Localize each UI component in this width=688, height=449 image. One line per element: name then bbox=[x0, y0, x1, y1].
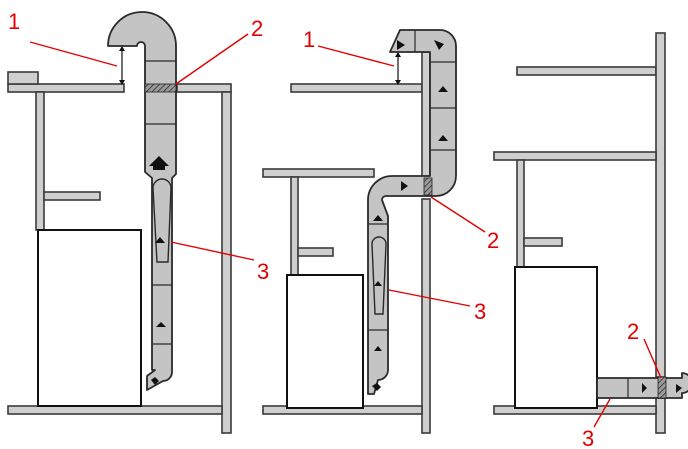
flow-arrow-right bbox=[401, 181, 408, 191]
panel-3-callouts: 2 3 bbox=[582, 319, 662, 449]
exterior-wall bbox=[655, 397, 666, 434]
ceiling-slab bbox=[516, 66, 657, 76]
panel-3: 2 3 bbox=[493, 32, 688, 449]
flow-arrow-up bbox=[374, 346, 382, 351]
leader-line bbox=[430, 196, 486, 233]
ceiling-slab bbox=[262, 168, 375, 178]
flow-arrow-right bbox=[372, 383, 381, 391]
dimension-arrow bbox=[395, 80, 401, 85]
flow-arrow-up bbox=[156, 322, 166, 327]
callout-1: 1 bbox=[303, 27, 315, 52]
flow-arrow-up bbox=[438, 135, 448, 141]
flow-arrow-up bbox=[149, 156, 169, 170]
flue-duct bbox=[107, 11, 177, 391]
right-wall bbox=[421, 198, 431, 434]
flow-arrow-up bbox=[373, 215, 383, 221]
panel-2-flue bbox=[367, 29, 457, 395]
panel-1: 1 2 3 bbox=[7, 9, 269, 434]
leader-line bbox=[388, 289, 471, 307]
panel-3-walls bbox=[493, 32, 666, 434]
dimension-arrow bbox=[119, 80, 125, 85]
callout-1: 1 bbox=[8, 9, 20, 34]
callout-3: 3 bbox=[474, 299, 486, 324]
flow-arrow-up bbox=[155, 237, 165, 243]
panel-2: 1 2 3 bbox=[262, 27, 499, 434]
leader-line bbox=[317, 45, 395, 67]
panel-1-flue bbox=[107, 11, 177, 391]
leader-line bbox=[593, 398, 611, 428]
shelf bbox=[297, 247, 334, 257]
panel-2-walls bbox=[262, 51, 431, 434]
flow-arrow-right bbox=[642, 383, 647, 393]
flow-arrow-right bbox=[434, 40, 444, 50]
coaxial-tube bbox=[371, 236, 387, 315]
leader-line bbox=[170, 241, 255, 261]
water-heater bbox=[286, 274, 364, 409]
flow-arrow-up bbox=[374, 281, 382, 286]
exterior-wall bbox=[655, 32, 666, 378]
flow-arrow-up bbox=[438, 86, 448, 92]
parapet bbox=[7, 71, 39, 85]
left-wall bbox=[290, 176, 299, 276]
coaxial-tube bbox=[152, 178, 172, 263]
panel-1-callouts: 1 2 3 bbox=[8, 9, 269, 284]
callout-2: 2 bbox=[627, 319, 639, 344]
wall-seal bbox=[657, 376, 667, 399]
dimension-arrow bbox=[119, 46, 125, 51]
callout-2: 2 bbox=[487, 228, 499, 253]
ceiling-slab bbox=[493, 151, 657, 161]
water-heater bbox=[37, 229, 142, 407]
roof-slab bbox=[290, 83, 423, 93]
leader-line bbox=[29, 41, 118, 67]
panel-3-flue bbox=[596, 372, 688, 399]
callout-3: 3 bbox=[257, 259, 269, 284]
flow-arrow-right bbox=[397, 40, 405, 50]
panel-2-callouts: 1 2 3 bbox=[303, 27, 499, 324]
roof-slab bbox=[176, 83, 232, 93]
shelf bbox=[523, 237, 563, 247]
upper-wall bbox=[421, 51, 431, 183]
flow-arrow-right bbox=[151, 377, 159, 385]
shelf bbox=[43, 191, 101, 201]
flow-arrow-right bbox=[676, 384, 682, 393]
dimension-arrow bbox=[395, 52, 401, 57]
roof-seal bbox=[144, 83, 177, 93]
leader-line bbox=[643, 338, 662, 379]
callout-3: 3 bbox=[582, 426, 594, 449]
wall-seal bbox=[423, 177, 433, 196]
leader-line bbox=[175, 33, 249, 85]
left-wall bbox=[516, 159, 525, 269]
water-heater bbox=[514, 266, 598, 409]
roof-slab bbox=[7, 83, 125, 93]
left-wall bbox=[35, 91, 45, 231]
callout-2: 2 bbox=[251, 16, 263, 41]
floor bbox=[7, 405, 223, 415]
right-wall bbox=[221, 91, 232, 434]
flue-duct bbox=[367, 29, 457, 395]
